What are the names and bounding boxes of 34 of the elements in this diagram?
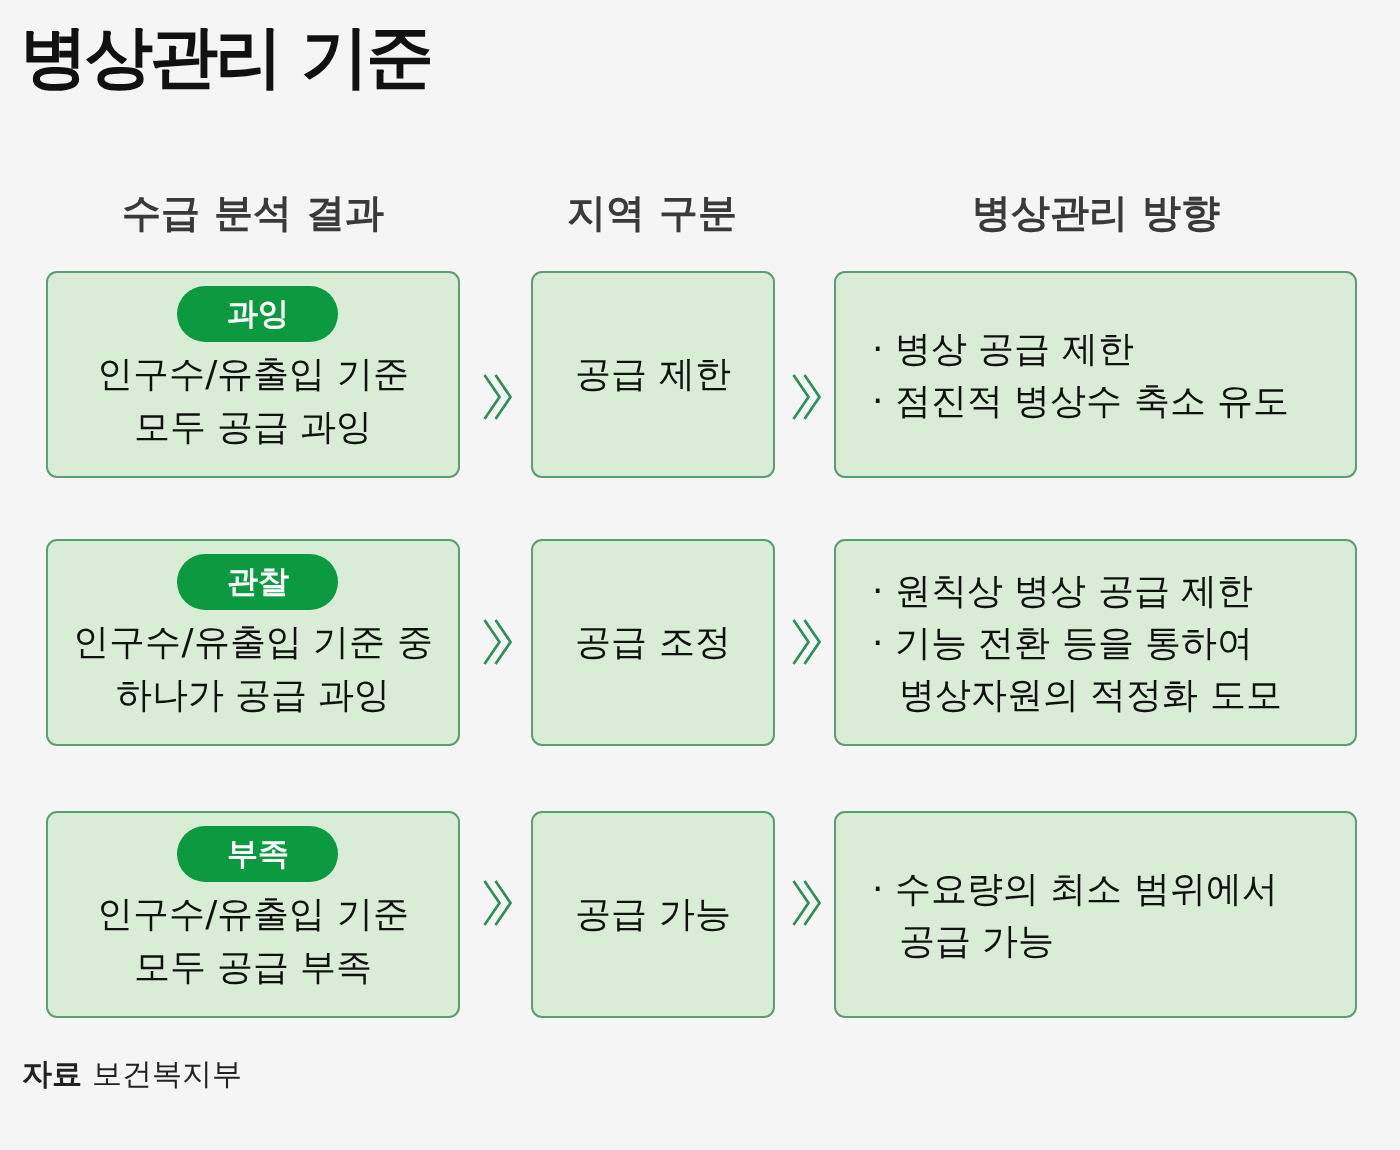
category-badge: 부족 xyxy=(177,826,338,882)
box-text: 인구수/유출입 기준 모두 공급 부족 xyxy=(96,892,410,989)
direction-box xyxy=(834,539,1357,746)
category-badge: 관찰 xyxy=(177,554,338,610)
box-text: 인구수/유출입 기준 중 하나가 공급 과잉 xyxy=(72,620,434,717)
double-chevron-arrow xyxy=(792,373,822,421)
title: 병상관리 기준 xyxy=(20,20,431,95)
bullet-text: · 원칙상 병상 공급 제한 xyxy=(872,568,1255,613)
region-box xyxy=(531,539,775,746)
result-box xyxy=(46,811,460,1018)
column-header: 수급 분석 결과 xyxy=(122,190,384,237)
source-note: 자료 보건복지부 xyxy=(22,1056,242,1092)
box-text: 공급 가능 xyxy=(575,892,731,937)
double-chevron-arrow xyxy=(483,618,513,666)
result-box xyxy=(46,271,460,478)
box-text: 공급 조정 xyxy=(575,620,731,665)
double-chevron-arrow xyxy=(792,618,822,666)
bullet-text: · 수요량의 최소 범위에서 공급 가능 xyxy=(872,866,1279,963)
direction-box xyxy=(834,811,1357,1018)
region-box xyxy=(531,271,775,478)
region-box xyxy=(531,811,775,1018)
bullet-text: · 기능 전환 등을 통하여 병상자원의 적정화 도모 xyxy=(872,620,1283,717)
box-text: 공급 제한 xyxy=(575,352,731,397)
column-header: 병상관리 방향 xyxy=(972,190,1220,237)
double-chevron-arrow xyxy=(792,879,822,927)
column-header: 지역 구분 xyxy=(567,190,737,237)
direction-box xyxy=(834,271,1357,478)
bullet-text: · 병상 공급 제한 xyxy=(872,326,1135,371)
double-chevron-arrow xyxy=(483,373,513,421)
result-box xyxy=(46,539,460,746)
box-text: 인구수/유출입 기준 모두 공급 과잉 xyxy=(96,352,410,449)
double-chevron-arrow xyxy=(483,879,513,927)
bullet-text: · 점진적 병상수 축소 유도 xyxy=(872,378,1291,423)
category-badge: 과잉 xyxy=(177,286,338,342)
